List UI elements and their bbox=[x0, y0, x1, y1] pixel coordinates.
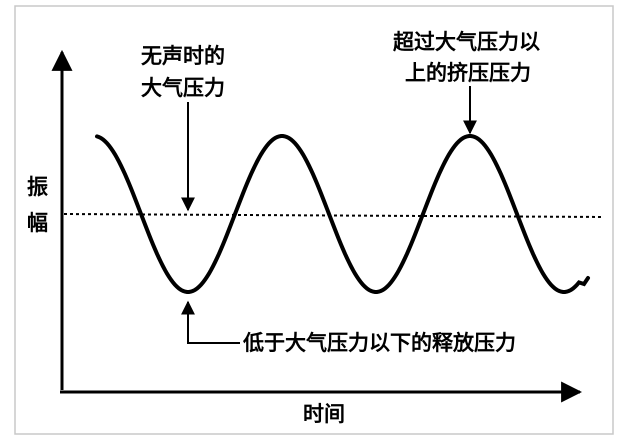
compression-label-line1: 超过大气压力以 bbox=[393, 30, 540, 54]
diagram-frame bbox=[14, 5, 614, 435]
atmospheric-pressure-line bbox=[63, 213, 605, 218]
pressure-wave-curve bbox=[95, 134, 590, 294]
rarefaction-arrow bbox=[181, 300, 240, 344]
rarefaction-label: 低于大气压力以下的释放压力 bbox=[243, 331, 516, 355]
compression-label-line2: 上的挤压压力 bbox=[405, 61, 531, 85]
y-axis-label-bottom: 幅 bbox=[27, 211, 48, 235]
x-axis-label: 时间 bbox=[303, 402, 345, 426]
silent-pressure-label-line2: 大气压力 bbox=[141, 76, 225, 100]
y-axis-label-top: 振 bbox=[27, 175, 48, 199]
silent-pressure-label-line1: 无声时的 bbox=[141, 44, 225, 68]
